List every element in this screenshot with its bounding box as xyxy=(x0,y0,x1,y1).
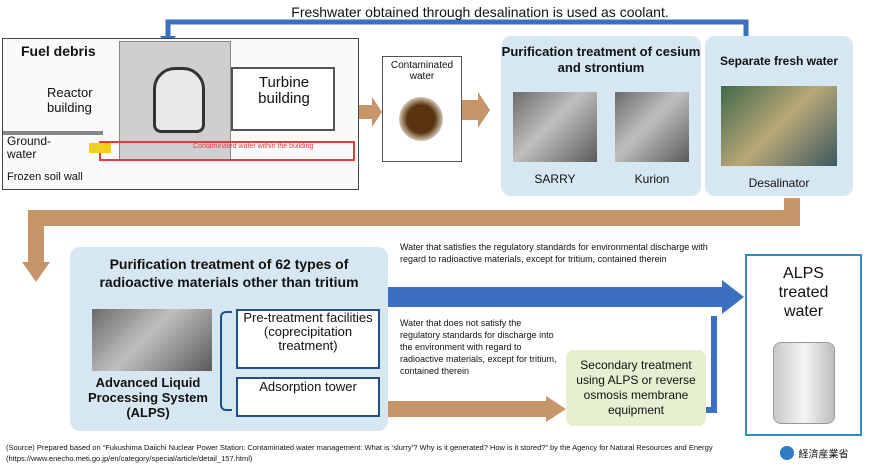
sarry-label: SARRY xyxy=(534,172,576,186)
alps-bracket xyxy=(220,311,232,411)
turbine-building-label: Turbine building xyxy=(258,74,310,107)
alps-treated-water-label: ALPS treated water xyxy=(778,265,829,320)
alps-title: Purification treatment of 62 types of ra… xyxy=(99,256,359,290)
coolant-return-arrow xyxy=(165,19,749,44)
treated-water-bottle-image xyxy=(773,342,835,424)
cesium-strontium-panel: Purification treatment of cesium and str… xyxy=(501,36,701,196)
ground-line xyxy=(3,131,103,135)
meti-logo: 経済産業省 xyxy=(780,444,860,462)
arrow-desal-to-alps-head xyxy=(22,262,50,282)
arrow-secondary-up xyxy=(706,316,717,413)
arrow-water-to-cesium xyxy=(462,92,490,128)
sarry-photo xyxy=(513,92,597,162)
desalinator-photo xyxy=(721,86,837,166)
kurion-photo xyxy=(615,92,689,162)
arrow-not-satisfy-line xyxy=(386,401,546,417)
not-satisfy-standards-text: Water that does not satisfy the regulato… xyxy=(400,318,557,376)
contaminated-water-label: Contaminated water xyxy=(390,60,454,82)
adsorption-tower-box: Adsorption tower xyxy=(236,377,380,417)
meti-logo-icon xyxy=(780,445,794,460)
arrow-plant-to-water xyxy=(357,97,382,127)
arrow-not-satisfy-head xyxy=(546,396,566,422)
desalination-title: Separate fresh water xyxy=(719,54,839,68)
plant-panel: Fuel debris Reactor building Turbine bui… xyxy=(2,38,359,190)
contaminated-water-panel: Contaminated water xyxy=(382,56,462,162)
groundwater-label: Ground-water xyxy=(7,134,52,161)
contaminated-water-building-label: Contaminated water within the building xyxy=(193,143,314,150)
top-caption: Freshwater obtained through desalination… xyxy=(291,4,669,20)
arrow-satisfies-head xyxy=(722,280,744,314)
water-sample-image xyxy=(399,97,443,141)
alps-photo xyxy=(92,309,212,371)
cesium-strontium-title: Purification treatment of cesium and str… xyxy=(501,44,701,75)
satisfies-standards-text: Water that satisfies the regulatory stan… xyxy=(400,242,708,264)
turbine-building-shape xyxy=(231,67,335,131)
alps-panel: Purification treatment of 62 types of ra… xyxy=(70,247,388,431)
desalination-panel: Separate fresh water Desalinator xyxy=(705,36,853,196)
desalinator-label: Desalinator xyxy=(748,176,810,190)
alps-system-name: Advanced Liquid Processing System (ALPS) xyxy=(88,375,208,420)
fuel-debris-label: Fuel debris xyxy=(21,43,96,59)
reactor-vessel-icon xyxy=(153,67,205,133)
reactor-building-label: Reactor building xyxy=(47,85,93,115)
kurion-label: Kurion xyxy=(634,172,670,186)
groundwater-inflow-icon xyxy=(89,143,111,153)
arrow-desal-to-alps xyxy=(28,198,800,262)
source-note: (Source) Prepared based on “Fukushima Da… xyxy=(6,443,713,463)
arrow-satisfies-line xyxy=(386,287,724,307)
pretreatment-box: Pre-treatment facilities (coprecipitatio… xyxy=(236,309,380,369)
meti-logo-text: 経済産業省 xyxy=(798,449,849,461)
frozen-soil-wall-label: Frozen soil wall xyxy=(7,171,83,183)
secondary-treatment-box: Secondary treatment using ALPS or revers… xyxy=(566,350,706,426)
alps-treated-water-panel: ALPS treated water xyxy=(745,254,862,436)
